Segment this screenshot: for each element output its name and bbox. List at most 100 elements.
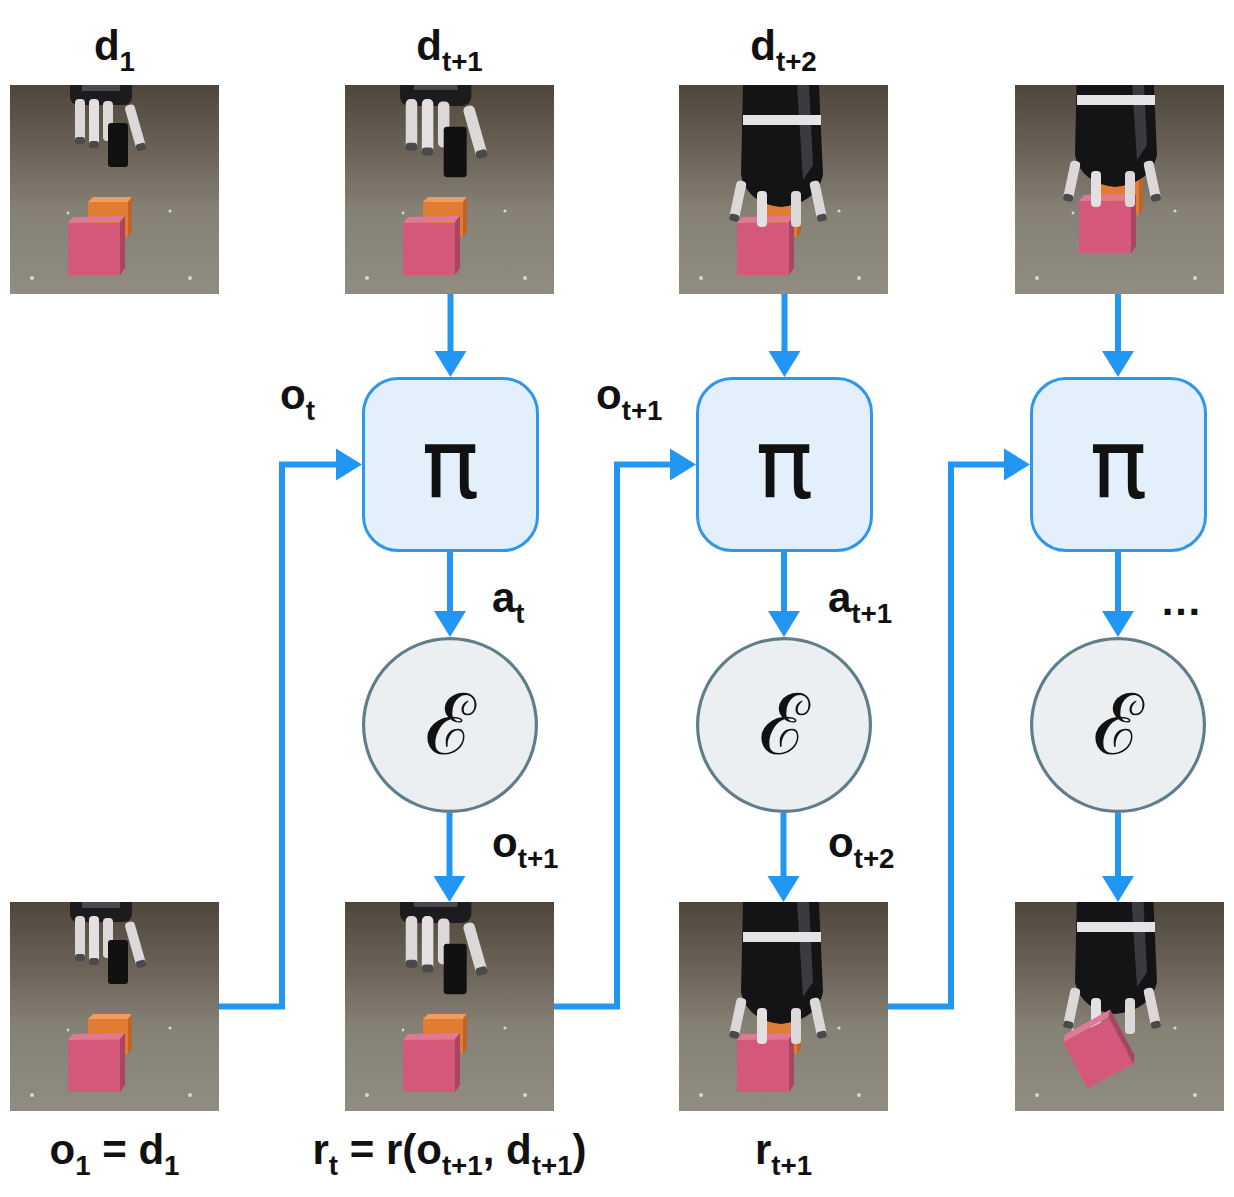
image-frame: dt+2: [679, 85, 888, 294]
edge-label-holder: ot+1: [492, 820, 559, 874]
flow-arrow: [219, 449, 362, 1007]
edge-label-holder: ot+2: [828, 820, 895, 874]
environment-symbol: ℰ: [425, 683, 476, 767]
image-caption: o1 = d1: [49, 1126, 179, 1173]
edge-label: ot+1: [596, 371, 663, 418]
circle-shape: [364, 639, 537, 812]
subscript: t+2: [854, 843, 895, 874]
scene-image: [10, 79, 219, 294]
edge-label: at+1: [828, 574, 892, 621]
subscript: t+2: [776, 46, 817, 77]
arrow-head: [435, 351, 467, 377]
image-caption: rt+1: [755, 1126, 812, 1173]
connector-line: [781, 813, 787, 876]
connector-line: [554, 465, 670, 1007]
arrow-head: [1004, 449, 1030, 481]
arrow-head: [434, 876, 466, 902]
flow-arrow: [434, 813, 466, 902]
edge-label: …: [1160, 577, 1202, 624]
scene-image: [679, 902, 888, 1111]
edge-label-holder: ot+1: [596, 372, 663, 426]
subscript: 1: [75, 1150, 90, 1181]
scene-image: [345, 76, 554, 294]
environment-symbol: ℰ: [759, 683, 810, 767]
edge-label-holder: at: [492, 575, 525, 629]
edge-label: ot+2: [828, 819, 895, 866]
image-caption: dt+2: [750, 22, 817, 69]
subscript: t: [329, 1150, 338, 1181]
subscript: t: [306, 395, 315, 426]
image-frame: o1 = d1: [10, 902, 219, 1111]
flow-arrow: [888, 449, 1030, 1007]
image-caption: dt+1: [416, 22, 483, 69]
connector-line: [219, 465, 336, 1007]
connector-line: [781, 552, 787, 611]
caption-holder: rt = r(ot+1, dt+1): [312, 1127, 586, 1181]
flow-arrow: [435, 294, 467, 377]
circle-shape: [1032, 639, 1205, 812]
policy-symbol: π: [756, 417, 814, 513]
scene-image: [1015, 65, 1224, 294]
subscript: t+1: [442, 1150, 483, 1181]
edge-label-holder: …: [1160, 578, 1202, 624]
flow-arrow: [554, 449, 696, 1007]
policy-box: π: [362, 377, 539, 552]
caption-holder: rt+1: [755, 1127, 812, 1181]
arrow-head: [768, 611, 800, 637]
policy-box: π: [696, 377, 873, 552]
arrow-head: [670, 449, 696, 481]
subscript: t+1: [442, 46, 483, 77]
subscript: t+1: [518, 843, 559, 874]
image-frame: rt+1: [679, 902, 888, 1111]
edge-label: ot+1: [492, 819, 559, 866]
subscript: t+1: [532, 1150, 573, 1181]
flow-arrow: [1102, 813, 1134, 902]
connector-line: [1115, 552, 1121, 611]
caption-holder: dt+2: [750, 23, 817, 77]
edge-label-holder: at+1: [828, 575, 892, 629]
edge-label: ot: [280, 371, 315, 418]
image-frame: dt+1: [345, 85, 554, 294]
image-frame: d1: [10, 85, 219, 294]
policy-box: π: [1030, 377, 1207, 552]
flow-arrow: [768, 552, 800, 637]
arrow-head: [434, 611, 466, 637]
policy-symbol: π: [1090, 417, 1148, 513]
environment-symbol: ℰ: [1093, 683, 1144, 767]
environment-circle: ℰ: [1030, 637, 1206, 813]
caption-holder: o1 = d1: [49, 1127, 179, 1181]
connector-line: [888, 465, 1004, 1007]
subscript: 1: [120, 46, 135, 77]
scene-image: [10, 896, 219, 1111]
scene-image: [679, 85, 888, 294]
subscript: 1: [164, 1150, 179, 1181]
image-caption: rt = r(ot+1, dt+1): [312, 1126, 586, 1173]
flow-arrow: [1102, 294, 1134, 377]
image-caption: d1: [94, 22, 135, 69]
policy-symbol: π: [422, 417, 480, 513]
edge-label-holder: ot: [280, 372, 315, 426]
subscript: t+1: [851, 598, 892, 629]
caption-holder: d1: [94, 23, 135, 77]
flow-arrow: [1102, 552, 1134, 637]
arrow-head: [769, 351, 801, 377]
flow-arrow: [768, 813, 800, 902]
connector-line: [782, 294, 788, 351]
subscript: t+1: [771, 1150, 812, 1181]
connector-line: [448, 294, 454, 351]
arrow-head: [768, 876, 800, 902]
arrow-head: [336, 449, 362, 481]
edge-label: at: [492, 574, 525, 621]
scene-image: [345, 893, 554, 1111]
caption-holder: dt+1: [416, 23, 483, 77]
subscript: t: [515, 598, 524, 629]
flow-arrow: [769, 294, 801, 377]
image-frame: rt = r(ot+1, dt+1): [345, 902, 554, 1111]
scene-image: [1015, 892, 1224, 1111]
environment-circle: ℰ: [362, 637, 538, 813]
environment-circle: ℰ: [696, 637, 872, 813]
circle-shape: [698, 639, 871, 812]
connector-line: [447, 813, 453, 876]
